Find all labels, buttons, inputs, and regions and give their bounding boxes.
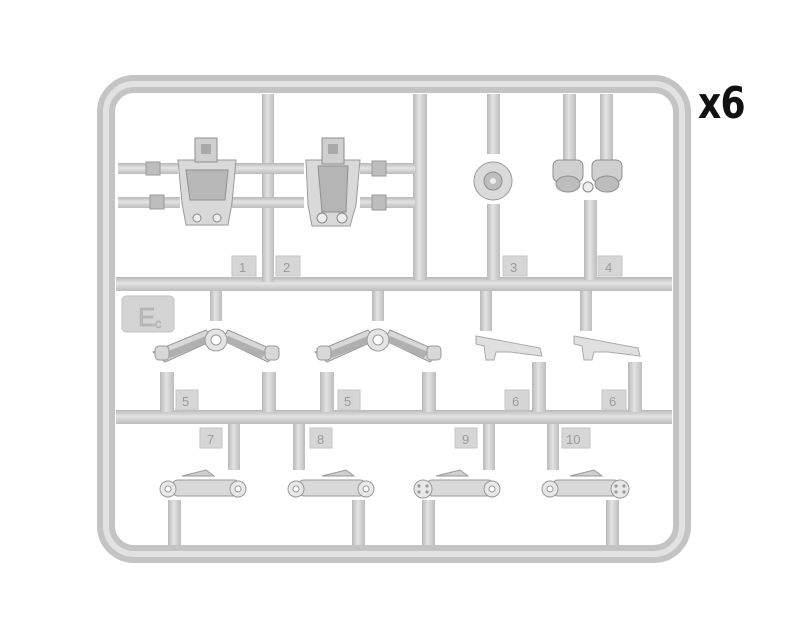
part-1 <box>118 94 274 282</box>
runner-lower <box>116 410 672 424</box>
sprue-letter-sub: c <box>155 316 162 331</box>
part-2 <box>268 137 415 227</box>
sprue-letter: E <box>138 302 155 332</box>
part-number-5-a: 5 <box>182 394 189 409</box>
part-8: 8 <box>287 424 375 545</box>
sprue-letter-plate: E c <box>121 295 175 333</box>
svg-text:2: 2 <box>283 260 290 275</box>
svg-text:6: 6 <box>609 394 616 409</box>
part-3: 3 <box>473 94 528 280</box>
part-number-4: 4 <box>605 260 612 275</box>
part-9: 9 <box>413 424 501 545</box>
part-5-a: 5 <box>152 291 280 412</box>
svg-text:10: 10 <box>566 432 580 447</box>
part-number-tab-2: 2 <box>275 255 301 277</box>
svg-text:7: 7 <box>207 432 214 447</box>
part-5-b: 5 <box>314 291 442 412</box>
part-7: 7 <box>159 424 247 545</box>
svg-text:6: 6 <box>512 394 519 409</box>
runner-upper <box>116 277 672 291</box>
quantity-label: x6 <box>698 78 746 129</box>
part-number-5-b: 5 <box>344 394 351 409</box>
part-number-tab-1: 1 <box>231 255 257 277</box>
part-4: 4 <box>552 94 623 280</box>
svg-text:8: 8 <box>317 432 324 447</box>
part-10: 10 <box>541 424 630 545</box>
part-6-a: 6 <box>475 291 546 412</box>
part-6-b: 6 <box>573 291 642 412</box>
part-number-3: 3 <box>510 260 517 275</box>
svg-text:9: 9 <box>462 432 469 447</box>
runner-vertical <box>413 94 427 280</box>
svg-text:1: 1 <box>239 260 246 275</box>
